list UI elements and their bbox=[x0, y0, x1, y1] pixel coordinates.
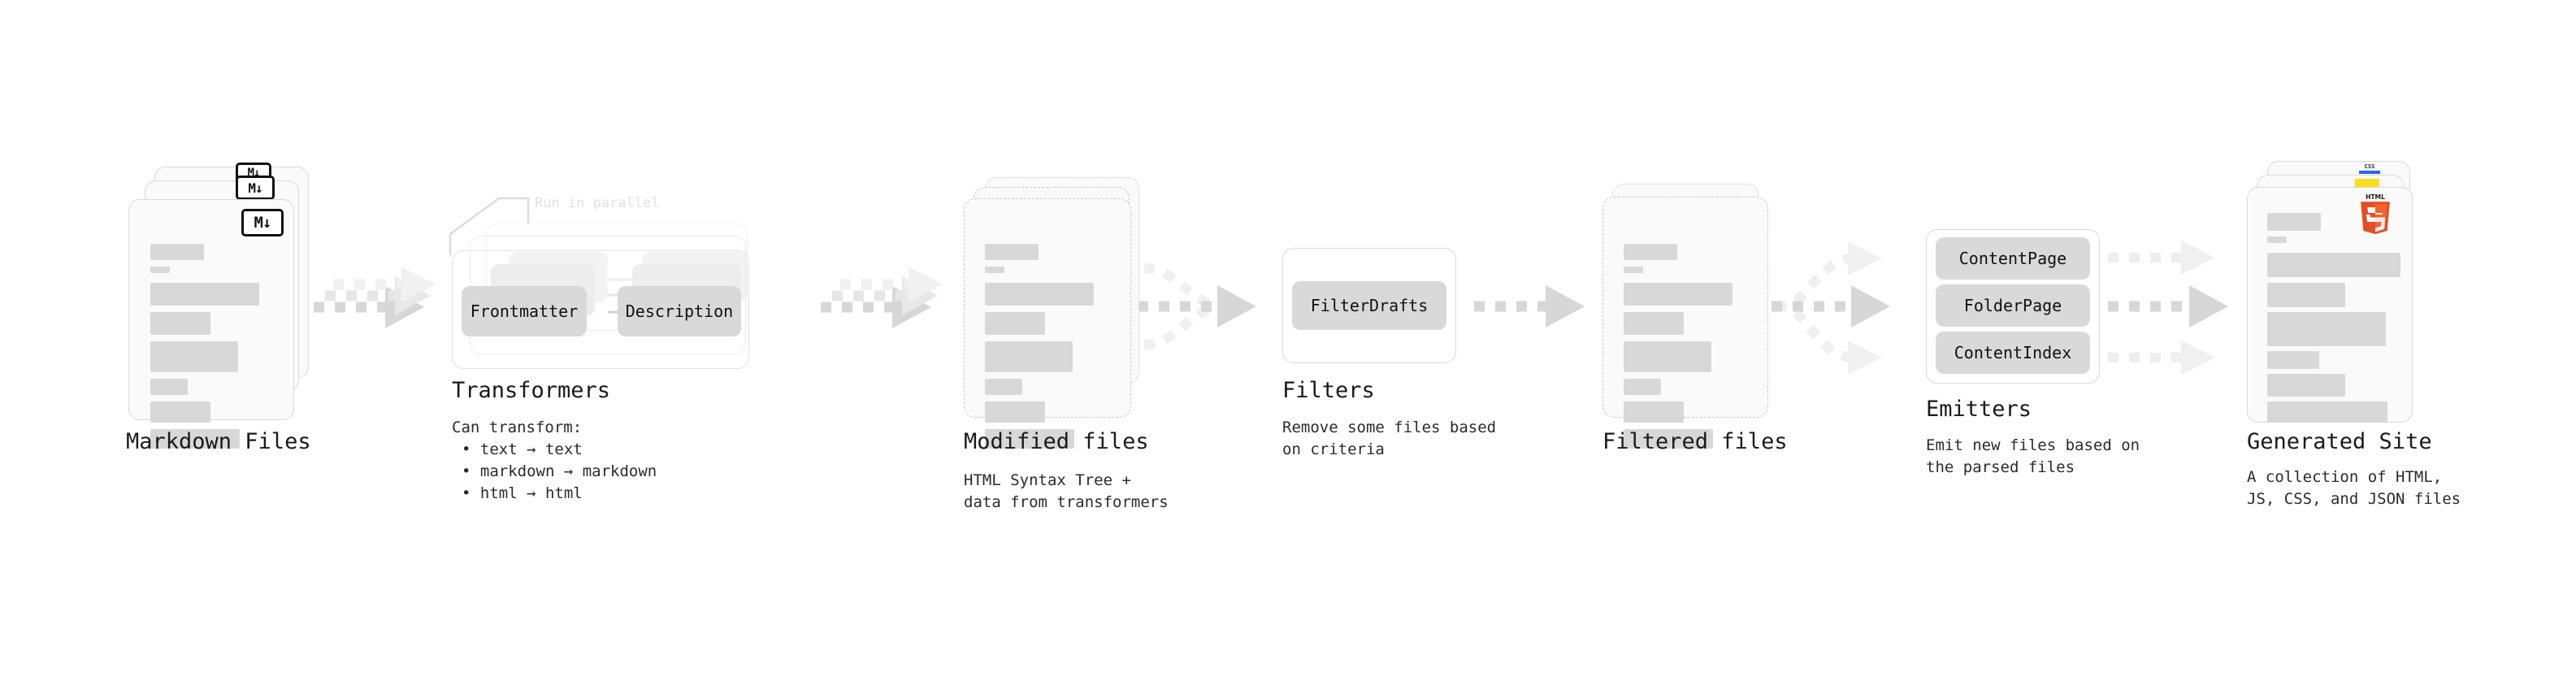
skeleton-line bbox=[985, 283, 1094, 306]
emitter-pill-contentpage[interactable]: ContentPage bbox=[1936, 237, 2090, 280]
stage-caption-markdown-files: Markdown Files bbox=[126, 429, 311, 454]
skeleton-line bbox=[1624, 244, 1677, 260]
run-in-parallel-label: Run in parallel bbox=[535, 195, 660, 211]
skeleton-line bbox=[2267, 236, 2287, 243]
transformer-pill-frontmatter[interactable]: Frontmatter bbox=[462, 286, 587, 336]
markdown-icon: M↓ bbox=[241, 209, 284, 236]
emitters-description: Emit new files based on the parsed files bbox=[1926, 436, 2140, 476]
skeleton-line bbox=[2267, 213, 2321, 231]
connector-filtered-to-emitters bbox=[1772, 241, 1890, 375]
skeleton-line bbox=[985, 429, 1074, 449]
connector-emitters-to-site bbox=[2108, 241, 2228, 375]
svg-text:HTML: HTML bbox=[2366, 193, 2385, 201]
skeleton-line bbox=[1624, 267, 1643, 273]
skeleton-line bbox=[1624, 341, 1711, 372]
skeleton-line bbox=[1624, 429, 1713, 449]
skeleton-line bbox=[150, 244, 204, 260]
parallel-bracket bbox=[449, 197, 530, 255]
skeleton-line bbox=[2267, 351, 2319, 369]
transformer-pill-description[interactable]: Description bbox=[618, 286, 741, 336]
skeleton-line bbox=[150, 341, 238, 372]
stage-caption-emitters: Emitters bbox=[1926, 397, 2032, 422]
skeleton-line bbox=[985, 267, 1004, 273]
skeleton-line bbox=[150, 312, 210, 335]
skeleton-line bbox=[985, 312, 1045, 335]
skeleton-line bbox=[2267, 253, 2400, 277]
css-icon: CSS bbox=[2359, 164, 2380, 176]
transformers-bullet-1: • markdown → markdown bbox=[462, 462, 657, 480]
skeleton-line bbox=[985, 341, 1073, 372]
skeleton-line bbox=[985, 244, 1039, 260]
transformer-frame-front bbox=[452, 250, 749, 369]
stage-caption-generated-site: Generated Site bbox=[2247, 429, 2432, 454]
connector-transformers-to-modified bbox=[821, 267, 943, 328]
skeleton-line bbox=[1624, 379, 1661, 395]
skeleton-line bbox=[985, 379, 1022, 395]
skeleton-line bbox=[1624, 401, 1684, 423]
skeleton-line bbox=[150, 379, 188, 395]
stage-caption-filtered-files: Filtered files bbox=[1602, 429, 1788, 454]
connector-modified-to-filters bbox=[1138, 263, 1256, 349]
skeleton-line bbox=[150, 401, 210, 423]
filter-pill-filterdrafts[interactable]: FilterDrafts bbox=[1292, 281, 1446, 330]
markdown-icon-mid: M↓ bbox=[236, 176, 275, 200]
transformers-bullet-0: • text → text bbox=[462, 440, 583, 458]
skeleton-line bbox=[985, 401, 1045, 423]
stage-caption-modified-files: Modified files bbox=[964, 429, 1149, 454]
generated-site-description: A collection of HTML, JS, CSS, and JSON … bbox=[2247, 468, 2461, 508]
stage-caption-transformers: Transformers bbox=[452, 378, 611, 403]
transformers-bullet-2: • html → html bbox=[462, 484, 583, 502]
css-icon-bar bbox=[2359, 171, 2380, 174]
skeleton-line bbox=[2267, 283, 2345, 307]
connector-filters-to-filtered bbox=[1474, 285, 1585, 327]
stage-caption-filters: Filters bbox=[1282, 378, 1375, 403]
filters-description: Remove some files based on criteria bbox=[1282, 419, 1497, 458]
modified-files-description: HTML Syntax Tree + data from transformer… bbox=[964, 471, 1169, 511]
skeleton-line bbox=[150, 429, 240, 449]
skeleton-line bbox=[150, 267, 170, 273]
html5-icon: HTML bbox=[2361, 193, 2390, 235]
emitter-pill-folderpage[interactable]: FolderPage bbox=[1936, 284, 2090, 327]
skeleton-line bbox=[2267, 312, 2386, 346]
skeleton-line bbox=[1624, 312, 1684, 335]
skeleton-line bbox=[2267, 374, 2345, 397]
skeleton-line bbox=[150, 283, 259, 306]
emitter-pill-contentindex[interactable]: ContentIndex bbox=[1936, 332, 2090, 374]
skeleton-line bbox=[1624, 283, 1733, 306]
transformers-description: Can transform: bbox=[452, 419, 583, 436]
css-icon-label: CSS bbox=[2364, 163, 2375, 170]
connector-md-to-transformers bbox=[314, 267, 436, 328]
skeleton-line bbox=[2267, 401, 2387, 423]
